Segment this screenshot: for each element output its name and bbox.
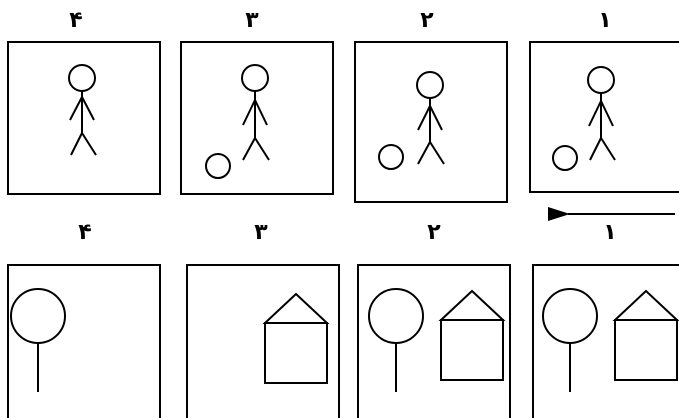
top-label-2: ۲ <box>420 8 434 33</box>
top-frame-1 <box>529 41 679 193</box>
house-icon <box>438 289 506 381</box>
stick-figure <box>416 71 445 165</box>
bottom-label-3: ۳ <box>254 220 268 245</box>
top-frame-3 <box>180 41 334 195</box>
house-icon <box>262 292 330 384</box>
top-label-3: ۳ <box>245 8 259 33</box>
bottom-frame-2 <box>357 264 511 418</box>
bottom-frame-1 <box>532 264 679 418</box>
lollipop-tree <box>542 288 598 392</box>
stick-figure <box>241 64 270 161</box>
bottom-frame-3 <box>186 264 340 418</box>
lollipop-tree <box>10 288 66 392</box>
bottom-label-2: ۲ <box>427 220 441 245</box>
top-label-4: ۴ <box>69 8 83 33</box>
top-frame-4 <box>7 41 161 195</box>
house-icon <box>612 289 679 381</box>
bottom-label-4: ۴ <box>78 220 92 245</box>
top-label-1: ۱ <box>598 8 612 33</box>
ball-icon <box>552 145 578 171</box>
top-frame-2 <box>354 41 508 203</box>
stick-figure <box>68 64 97 156</box>
bottom-label-1: ۱ <box>603 220 617 245</box>
lollipop-tree <box>368 288 424 392</box>
ball-icon <box>205 153 231 179</box>
bottom-frame-4 <box>7 264 161 418</box>
stick-figure <box>587 66 616 161</box>
ball-icon <box>378 144 404 170</box>
